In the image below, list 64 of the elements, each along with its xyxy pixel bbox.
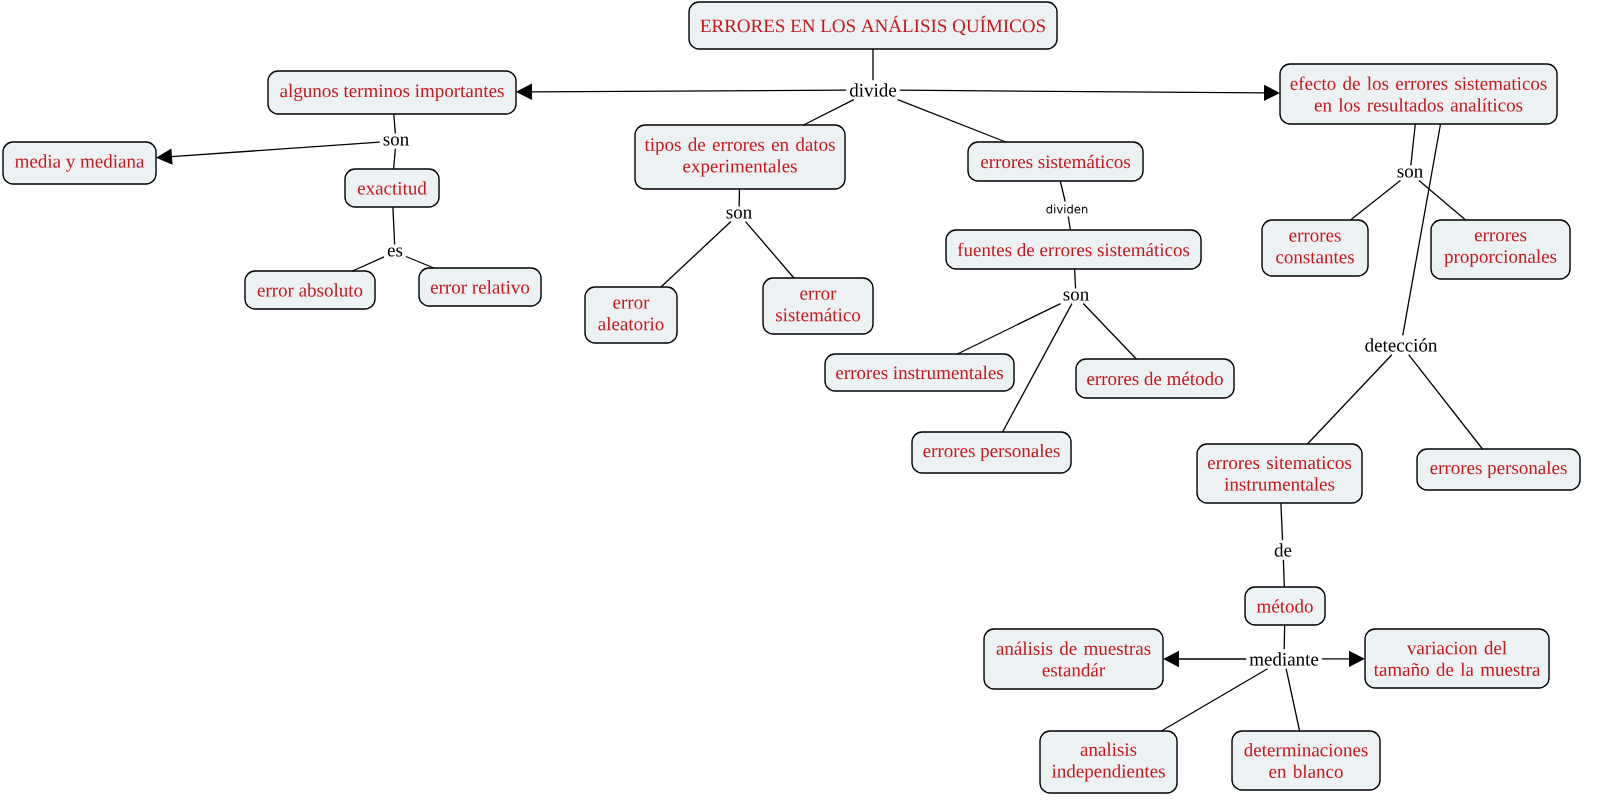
concept-box: exactitud (344, 168, 440, 208)
concept-box: errores personales (911, 431, 1072, 474)
linking-word: mediante (1249, 652, 1319, 666)
concept-box: errores proporcionales (1430, 219, 1571, 280)
concept-box: fuentes de errores sistemáticos (945, 229, 1202, 270)
connector-line (351, 256, 385, 272)
connector-line (1283, 624, 1286, 650)
concept-box: efecto de los errores sistematicos en los resultados analíticos (1279, 63, 1558, 125)
connector-line (1349, 179, 1402, 221)
concept-box: errores de método (1075, 358, 1235, 399)
arrow (156, 141, 381, 165)
connector-line (393, 113, 397, 135)
concept-box: errores sitematicos instrumentales (1196, 443, 1363, 504)
concept-box: variacion del tamaño de la muestra (1364, 628, 1550, 689)
connector-line (1160, 668, 1269, 732)
connector-line (392, 206, 396, 246)
concept-box: algunos terminos importantes (267, 70, 517, 115)
connector-line (1410, 123, 1416, 167)
concept-box: error relativo (418, 267, 542, 307)
connector-line (660, 220, 732, 288)
connector-line (744, 220, 795, 279)
concept-box: errores instrumentales (824, 353, 1015, 392)
connector-line (1418, 179, 1467, 221)
linking-word: son (726, 209, 752, 219)
connector-line (1402, 123, 1442, 336)
linking-word: de (1274, 543, 1292, 557)
concept-box: error absoluto (244, 270, 376, 310)
concept-box: errores personales (1416, 448, 1581, 491)
concept-box: error sistemático (762, 277, 874, 335)
connector-line (1282, 559, 1285, 588)
concept-box: ERRORES EN LOS ANÁLISIS QUÍMICOS (688, 1, 1058, 50)
connector-line (872, 48, 874, 81)
connector-line (1306, 354, 1393, 445)
linking-word: es (387, 247, 403, 257)
connector-line (1001, 302, 1073, 433)
connector-line (405, 255, 435, 269)
concept-box: tipos de errores en datos experimentales (634, 124, 846, 190)
concept-box: análisis de muestras estandár (983, 628, 1164, 690)
linking-word: son (383, 136, 409, 146)
linking-word: divide (849, 83, 897, 97)
linking-word: dividen (1046, 204, 1088, 214)
connector-line (1082, 302, 1137, 360)
connector-line (1067, 215, 1072, 231)
connector-line (1285, 668, 1301, 732)
arrow (1321, 650, 1365, 667)
concept-box: errores sistemáticos (967, 141, 1144, 182)
connector-line (802, 99, 855, 126)
linking-word: son (1063, 291, 1089, 301)
concept-box: error aleatorio (584, 286, 678, 344)
connector-line (1407, 354, 1484, 450)
concept-box: método (1244, 586, 1326, 626)
concept-box: errores constantes (1261, 219, 1369, 277)
connector-line (1280, 502, 1284, 541)
linking-word: son (1397, 168, 1423, 178)
concept-box: media y mediana (2, 141, 157, 185)
concept-box: determinaciones en blanco (1231, 730, 1381, 791)
connector-line (956, 302, 1062, 355)
connector-line (392, 147, 396, 170)
connector-line (1073, 268, 1077, 290)
connector-line (1059, 180, 1066, 203)
connector-line (897, 99, 1007, 143)
linking-word: detección (1365, 338, 1438, 352)
concept-box: analisis independientes (1039, 730, 1178, 794)
connector-line (738, 188, 741, 208)
